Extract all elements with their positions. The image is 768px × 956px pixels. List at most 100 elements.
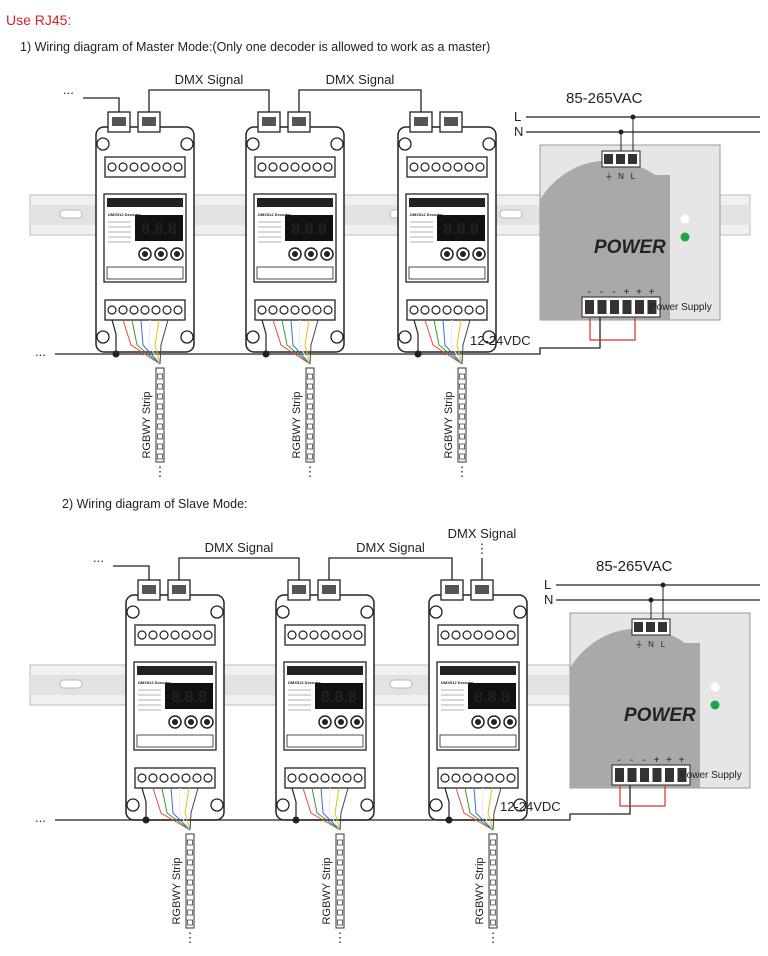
led-chip (157, 443, 163, 450)
dc-mark: + (649, 287, 655, 298)
terminal-screw (442, 305, 452, 315)
strip-wire (159, 319, 169, 365)
page-heading: Use RJ45: (6, 12, 72, 28)
mount-hole (210, 798, 224, 812)
terminal-screw (440, 773, 450, 783)
strip-ellipsis: ⋮ (456, 464, 469, 479)
strip-wire (320, 787, 341, 831)
terminal-screw (173, 162, 183, 172)
io-label (106, 266, 184, 280)
mount-hole (96, 330, 110, 344)
mount-hole (360, 605, 374, 619)
strip-label: RGBWY Strip (141, 391, 153, 458)
led-chip (459, 433, 465, 440)
terminal-screw (257, 305, 267, 315)
terminal-screw (159, 630, 169, 640)
strip-wire (154, 319, 161, 365)
dc-screw (597, 300, 607, 314)
dc-positive-wire (589, 317, 636, 341)
ac-screw (634, 622, 643, 632)
strip-wire (281, 319, 311, 365)
power-supply-label: Power Supply (680, 770, 742, 781)
mount-hole (330, 137, 344, 151)
led-display (165, 683, 213, 709)
terminal-screw (129, 305, 139, 315)
dc-screw (635, 300, 644, 314)
dc-mark: - (617, 755, 620, 766)
terminal-screw (353, 773, 363, 783)
led-digits: 8.8.8 (141, 221, 177, 238)
strip-ellipsis: ⋮ (304, 464, 317, 479)
strip-wire (290, 319, 311, 365)
led-display (285, 215, 333, 241)
terminal-screw (129, 162, 139, 172)
terminal-screw (279, 305, 289, 315)
junction-dot (648, 597, 654, 603)
din-rail-slot (499, 209, 523, 219)
dmx-signal-label: DMX Signal (356, 540, 425, 555)
dc-mark: - (630, 755, 633, 766)
terminal-screw (309, 773, 319, 783)
mount-hole (330, 330, 344, 344)
dc-screw (627, 768, 637, 782)
strip-label: RGBWY Strip (291, 391, 303, 458)
strip-wire (272, 319, 311, 365)
io-label (408, 266, 486, 280)
rj45-jack (292, 117, 306, 126)
panel-button-center (338, 719, 344, 725)
status-led-green (710, 700, 720, 710)
led-chip (307, 453, 313, 460)
label-strip (409, 198, 485, 207)
ac-screw (604, 154, 613, 164)
dc-screw (665, 768, 674, 782)
terminal-screw (290, 162, 300, 172)
terminal-screw (162, 305, 172, 315)
strip-wire (456, 319, 463, 365)
terminal-screw (431, 305, 441, 315)
led-chip (187, 849, 193, 856)
dc-mark: + (624, 287, 630, 298)
led-digits: 8.8.8 (443, 221, 479, 238)
strip-label: RGBWY Strip (443, 391, 455, 458)
led-display (437, 215, 485, 241)
decoder-power-wire (111, 319, 117, 354)
terminal-screw (320, 773, 330, 783)
label-strip (107, 198, 183, 207)
dmx-ellipsis-left: ... (63, 82, 74, 97)
dc-mark: - (600, 287, 603, 298)
strip-wire (433, 319, 463, 365)
terminal-screw (495, 630, 505, 640)
panel-button-center (292, 251, 298, 257)
terminal-screw (484, 773, 494, 783)
master-mode-caption: 1) Wiring diagram of Master Mode:(Only o… (20, 40, 491, 54)
terminal-screw (170, 773, 180, 783)
strip-wire (189, 787, 199, 831)
strip-wire (309, 319, 319, 365)
power-supply-label: Power Supply (650, 302, 712, 313)
status-led-white (710, 682, 720, 692)
led-chip (459, 423, 465, 430)
mount-hole (429, 605, 443, 619)
terminal-screw (159, 773, 169, 783)
terminal-screw (431, 162, 441, 172)
mount-hole (513, 605, 527, 619)
led-chip (157, 433, 163, 440)
strip-wire (455, 787, 494, 831)
strip-wire (339, 787, 349, 831)
rj45-jack (142, 585, 156, 594)
dc-bus (55, 317, 601, 355)
led-chip (187, 909, 193, 916)
dmx-signal-label: DMX Signal (205, 540, 274, 555)
led-chip (187, 899, 193, 906)
terminal-screw (312, 305, 322, 315)
dc-screw (652, 768, 662, 782)
rj45-jack (414, 117, 428, 126)
strip-wire (442, 319, 463, 365)
led-digits: 8.8.8 (474, 689, 510, 706)
panel-button-center (491, 719, 497, 725)
led-chip (157, 423, 163, 430)
decoder-title: DMX512 Decoder (288, 680, 321, 685)
panel-button-center (204, 719, 210, 725)
mount-hole (482, 330, 496, 344)
mount-hole (276, 798, 290, 812)
